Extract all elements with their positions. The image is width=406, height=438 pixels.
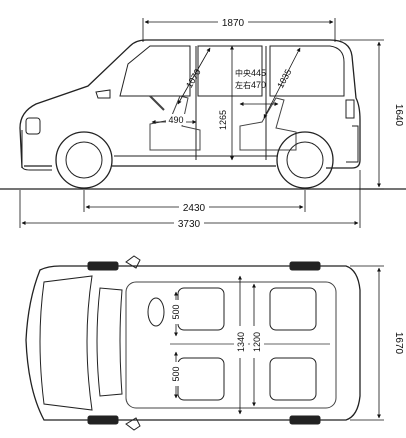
top-front-wheel-left (87, 261, 119, 271)
label-overall-length: 3730 (178, 219, 201, 230)
label-front-seat-width: 500 (171, 304, 181, 319)
label-overall-width: 1670 (393, 332, 404, 355)
top-rear-wheel-left (289, 261, 321, 271)
rear-window (269, 45, 345, 97)
side-mirror (95, 89, 111, 99)
side-view (0, 39, 406, 190)
side-view-labels: 1870 2430 3730 1640 1070 1035 1265 490 中… (166, 16, 404, 230)
label-interior-width-rear: 1200 (252, 332, 262, 352)
dim-line-front-headroom (177, 47, 211, 105)
steering-wheel-side (149, 95, 165, 111)
top-view-dimensions (174, 265, 384, 421)
top-view-labels: 500 500 1340 1200 1670 (168, 300, 404, 386)
front-window (119, 45, 191, 97)
top-rear-wheel-right (289, 415, 321, 425)
headlamp (25, 117, 41, 135)
rear-wheel (276, 131, 334, 189)
rear-seat-side (239, 97, 297, 151)
label-overall-height: 1640 (393, 104, 404, 127)
rear-seat-right (269, 357, 317, 401)
top-steering-wheel (147, 297, 165, 327)
front-seat-left (177, 287, 225, 331)
dim-line-rear-headroom (263, 47, 301, 119)
label-roof-length: 1870 (222, 18, 245, 29)
front-bumper (21, 130, 52, 171)
top-hood (39, 275, 93, 411)
car-body-outline (19, 39, 361, 169)
rear-bumper (346, 125, 359, 163)
label-rear-seat-width: 500 (171, 366, 181, 381)
label-center-value: 445 (251, 68, 266, 78)
rear-seat-left (269, 287, 317, 331)
top-mirror-left (125, 255, 141, 269)
rear-wheel-hub (286, 141, 324, 179)
top-windshield (96, 287, 123, 397)
top-cabin-outline (125, 281, 337, 409)
label-center-jp: 中央 (235, 68, 251, 78)
side-view-dimensions (19, 18, 384, 228)
label-knee-room: 490 (168, 115, 183, 125)
label-rear-headroom: 1035 (275, 67, 293, 89)
label-interior-width-front: 1340 (236, 332, 246, 352)
label-front-headroom: 1070 (184, 67, 203, 89)
label-side-value: 470 (251, 80, 266, 90)
top-body-outline (25, 265, 361, 421)
top-view (25, 255, 361, 431)
front-wheel (55, 131, 113, 189)
front-wheel-hub (65, 141, 103, 179)
label-side-jp: 左右 (235, 80, 251, 90)
label-wheelbase: 2430 (183, 203, 206, 214)
front-seat-right (177, 357, 225, 401)
tail-lamp (345, 99, 355, 119)
top-mirror-right (125, 417, 141, 431)
top-front-wheel-right (87, 415, 119, 425)
label-seat-height: 1265 (218, 110, 228, 130)
